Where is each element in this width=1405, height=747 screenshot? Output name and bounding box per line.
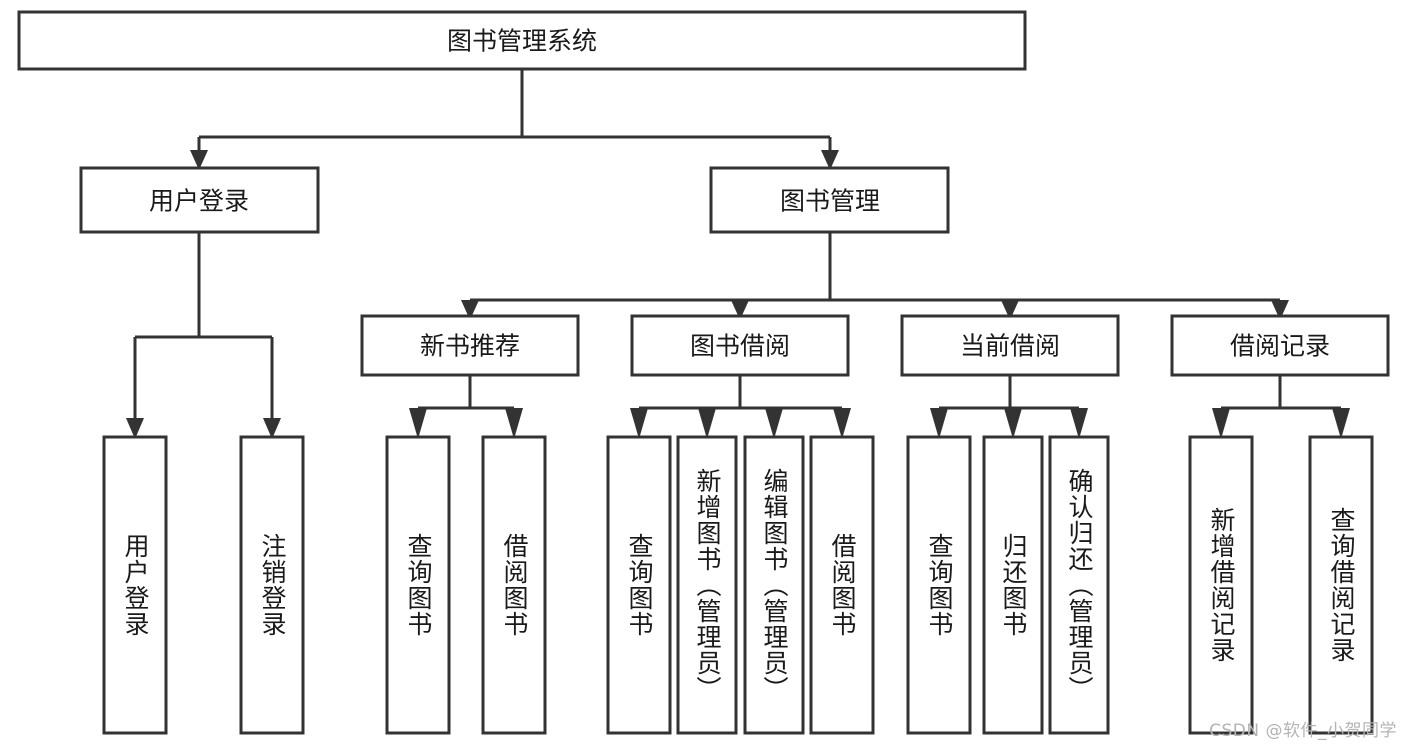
leaf-query-record-box[interactable]	[1308, 435, 1374, 735]
leaf-add-record-box[interactable]	[1188, 435, 1254, 735]
arrow-leaf-query-book-2	[630, 408, 648, 439]
node-book-borrow[interactable]: 图书借阅	[630, 314, 850, 377]
arrow-leaf-confirm-return	[1070, 408, 1088, 439]
root-label: 图书管理系统	[447, 27, 597, 56]
borrow-record-box[interactable]	[1170, 314, 1390, 377]
arrow-to-borrow-record	[1271, 300, 1289, 320]
leaf-edit-book-box[interactable]	[743, 435, 805, 735]
book-manage-label: 图书管理	[780, 187, 880, 216]
node-book-manage[interactable]: 图书管理	[709, 166, 950, 234]
arrow-to-book-borrow	[731, 300, 749, 320]
leaf-query-book-1-box[interactable]	[385, 435, 451, 735]
leaf-confirm-return-box[interactable]	[1048, 435, 1110, 735]
arrow-leaf-add-record	[1212, 408, 1230, 439]
arrow-leaf-add-book	[698, 408, 716, 439]
leaf-logout-box[interactable]	[239, 435, 305, 735]
leaf-user-login-box[interactable]	[102, 435, 168, 735]
arrow-to-user-login	[190, 150, 208, 170]
arrow-leaf-logout	[263, 418, 281, 439]
arrow-leaf-query-book-1	[409, 408, 427, 439]
root-box[interactable]	[17, 10, 1027, 71]
new-book-rec-label: 新书推荐	[420, 332, 520, 361]
arrow-leaf-borrow-book-2	[833, 408, 851, 439]
arrow-leaf-query-book-3	[930, 408, 948, 439]
node-new-book-rec[interactable]: 新书推荐	[360, 314, 580, 377]
leaf-add-book-box[interactable]	[676, 435, 738, 735]
current-borrow-box[interactable]	[900, 314, 1120, 377]
leaf-query-book-3-box[interactable]	[906, 435, 972, 735]
leaf-borrow-book-1-box[interactable]	[481, 435, 547, 735]
connector-group	[126, 69, 1350, 439]
node-user-login[interactable]: 用户登录	[79, 166, 320, 234]
current-borrow-label: 当前借阅	[960, 332, 1060, 361]
arrow-to-book-manage	[821, 150, 839, 170]
node-root[interactable]: 图书管理系统	[17, 10, 1027, 71]
arrow-leaf-edit-book	[765, 408, 783, 439]
user-login-label: 用户登录	[149, 187, 249, 216]
book-borrow-box[interactable]	[630, 314, 850, 377]
arrow-to-new-book-rec	[461, 300, 479, 320]
book-manage-box[interactable]	[709, 166, 950, 234]
user-login-box[interactable]	[79, 166, 320, 234]
leaf-borrow-book-2-box[interactable]	[809, 435, 875, 735]
arrow-leaf-user-login	[126, 418, 144, 439]
new-book-rec-box[interactable]	[360, 314, 580, 377]
node-current-borrow[interactable]: 当前借阅	[900, 314, 1120, 377]
arrow-leaf-borrow-book-1	[505, 408, 523, 439]
leaf-box-group	[102, 435, 1374, 735]
arrow-leaf-return-book	[1004, 408, 1022, 439]
arrow-leaf-query-record	[1332, 408, 1350, 439]
arrow-to-current-borrow	[1001, 300, 1019, 320]
book-borrow-label: 图书借阅	[690, 332, 790, 361]
node-borrow-record[interactable]: 借阅记录	[1170, 314, 1390, 377]
leaf-return-book-box[interactable]	[982, 435, 1044, 735]
watermark: CSDN @软件_小贺同学	[1209, 721, 1397, 741]
leaf-query-book-2-box[interactable]	[606, 435, 672, 735]
borrow-record-label: 借阅记录	[1230, 332, 1330, 361]
